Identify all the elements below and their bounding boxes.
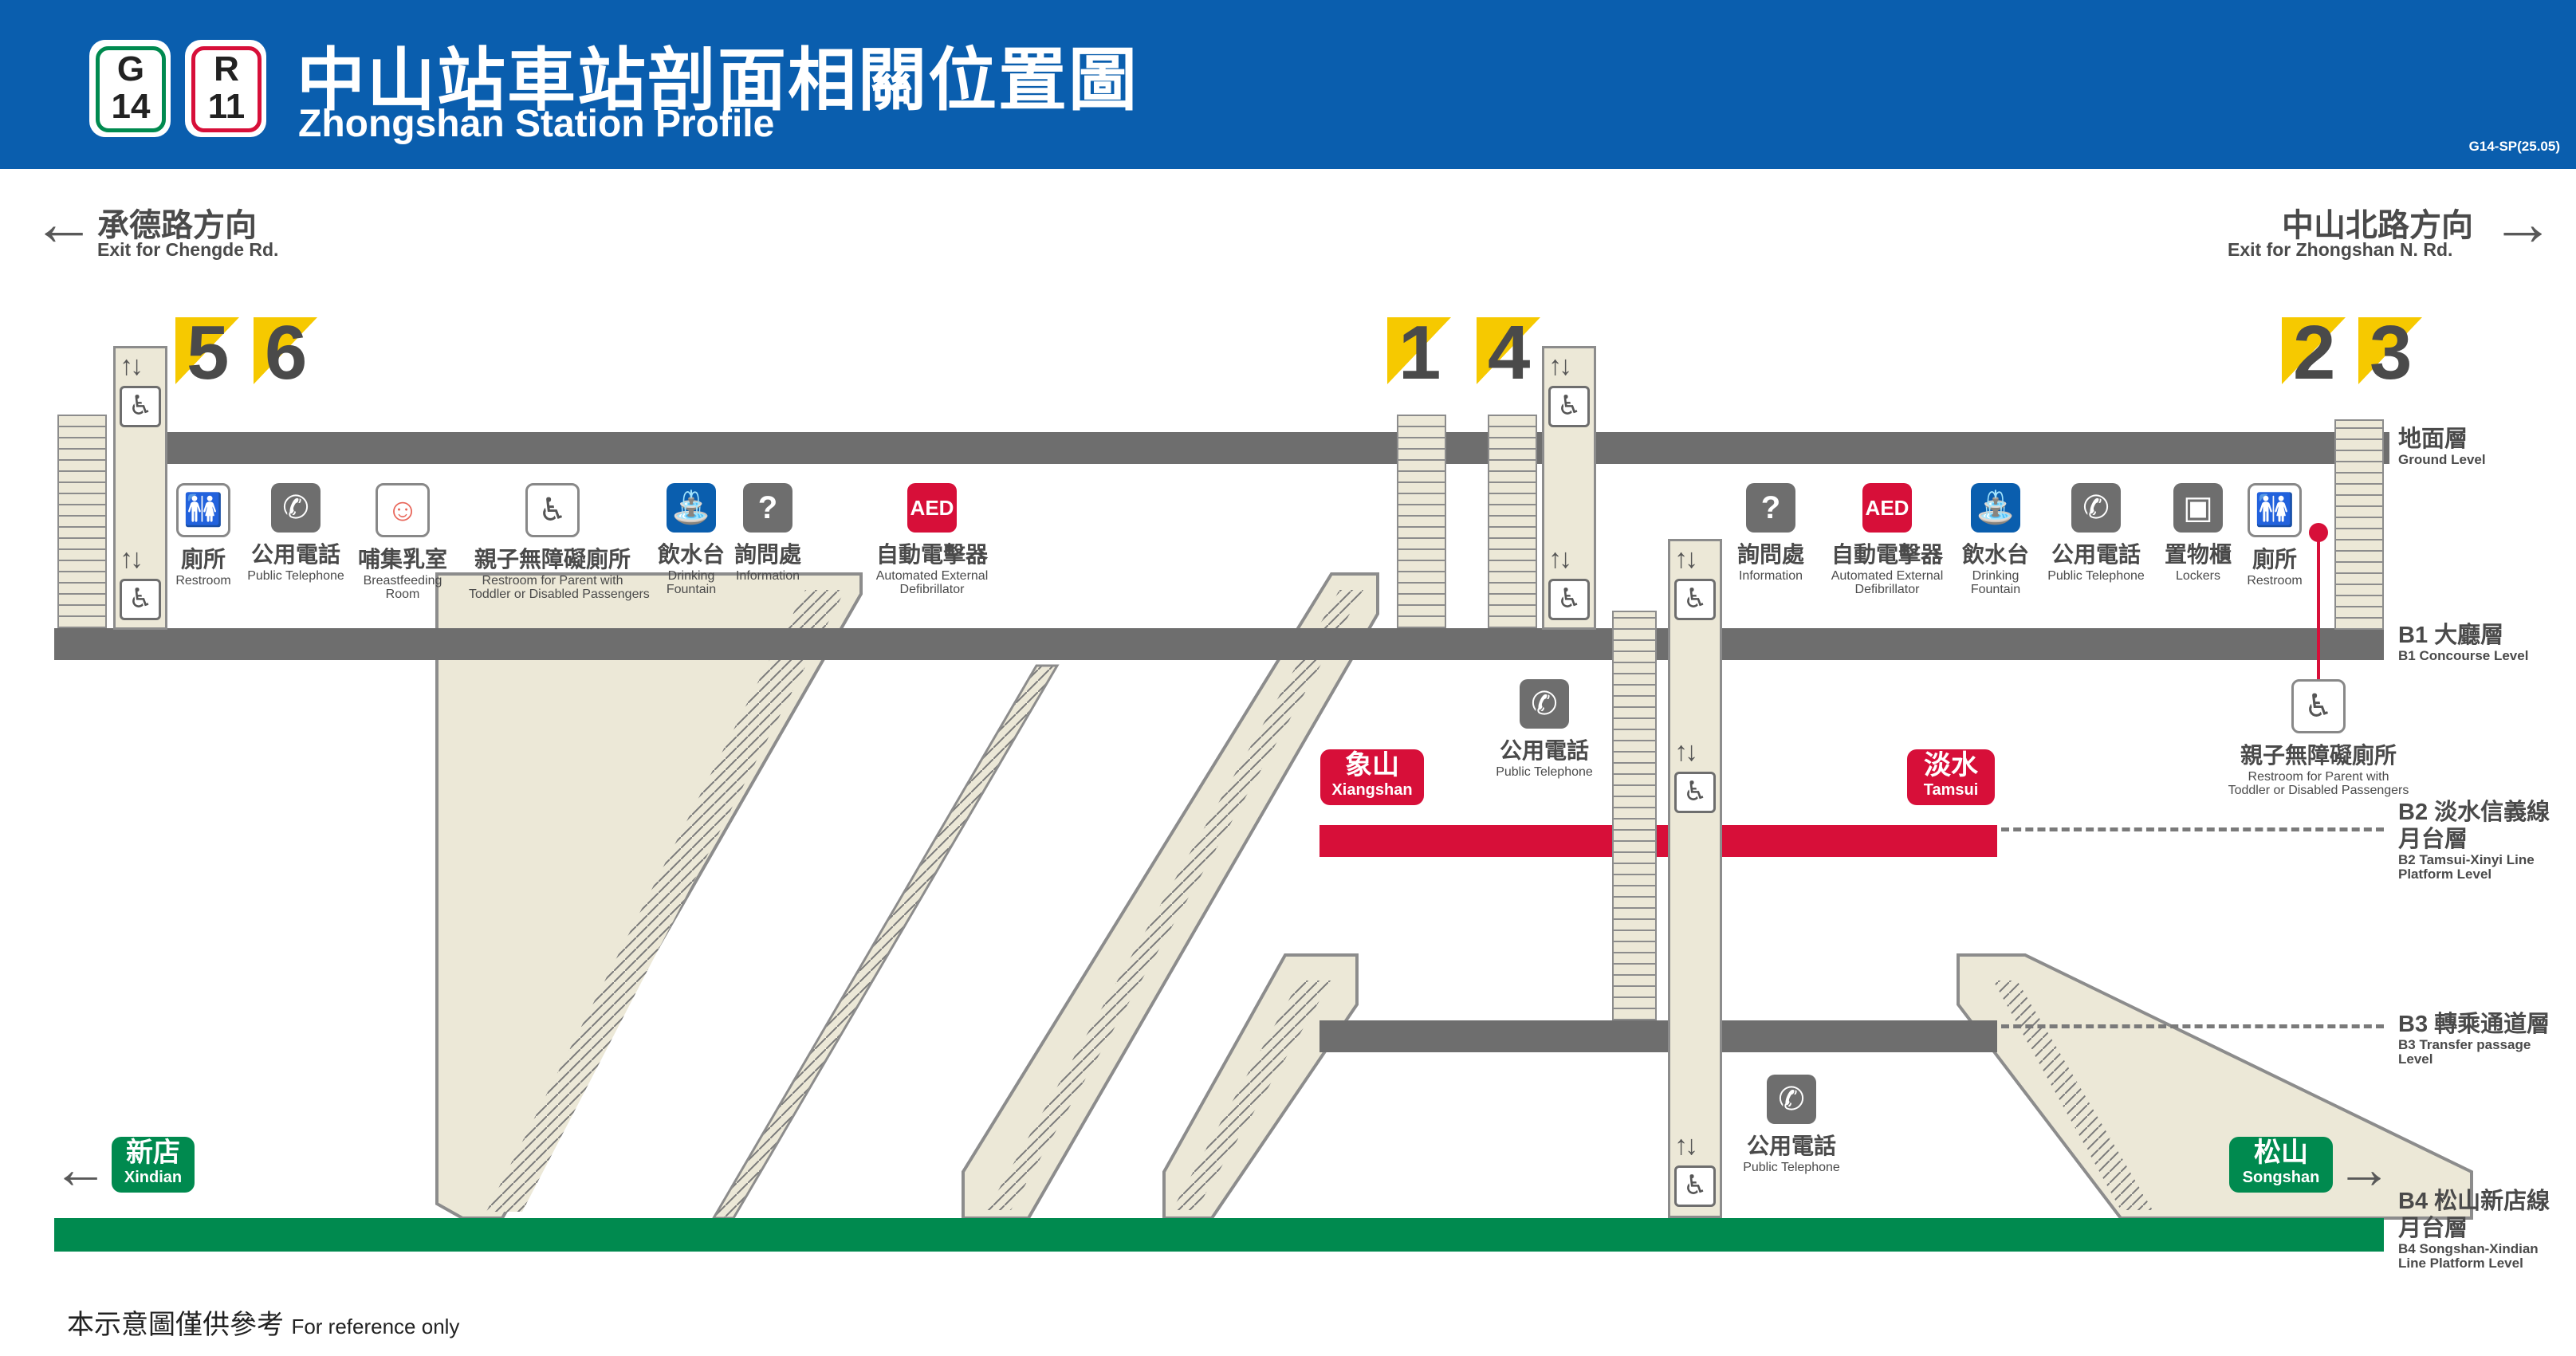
elevator-arrows-icon: ↑↓ <box>1548 544 1572 574</box>
information-icon: ? <box>1746 483 1795 533</box>
b4-green-platform <box>54 1218 2384 1252</box>
facility-family-restroom-b1: ♿ 親子無障礙廁所 Restroom for Parent with Toddl… <box>2191 679 2446 797</box>
b3-transfer-slab <box>1319 1020 1997 1052</box>
exit-1: 1 <box>1387 310 1451 395</box>
accessible-elevator-icon <box>1548 386 1590 427</box>
telephone-icon: ✆ <box>2071 483 2121 533</box>
drinking-fountain-icon: ⛲ <box>667 483 716 533</box>
elevator-arrows-icon: ↑↓ <box>1674 737 1698 767</box>
elevator-arrows-icon: ↑↓ <box>120 544 144 574</box>
stair-exit-23 <box>2334 419 2384 630</box>
aed-icon: AED <box>1862 483 1912 533</box>
aed-icon: AED <box>907 483 957 533</box>
arrow-right-icon: → <box>2491 187 2554 258</box>
page-title: 中山站車站剖面相關位置圖 <box>297 42 1139 119</box>
line-badge-green: G 14 <box>89 40 171 137</box>
b1-concourse-slab <box>54 628 2384 660</box>
escalator-1-steps <box>486 590 845 1212</box>
accessible-elevator-icon <box>1548 579 1590 620</box>
drinking-fountain-icon: ⛲ <box>1971 483 2020 533</box>
elevator-arrows-icon: ↑↓ <box>1674 544 1698 574</box>
exit-3: 3 <box>2358 310 2422 395</box>
exit-2: 2 <box>2282 310 2346 395</box>
footer-note: 本示意圖僅供參考 For reference only <box>67 1310 460 1340</box>
line-badge-red: R 11 <box>185 40 266 137</box>
arrow-left-icon: ← <box>53 1138 108 1200</box>
lockers-icon: ▣ <box>2173 483 2223 533</box>
level-b1: B1 大廳層 B1 Concourse Level <box>2398 623 2529 663</box>
telephone-icon: ✆ <box>271 483 321 533</box>
information-icon: ? <box>743 483 792 533</box>
telephone-icon: ✆ <box>1767 1075 1816 1124</box>
location-pointer-line <box>2317 539 2320 679</box>
direction-left-label-en: Exit for Chengde Rd. <box>97 239 279 260</box>
stair-b1-b3 <box>1612 611 1657 1020</box>
escalator-4-steps <box>1993 981 2153 1210</box>
direction-right-label-en: Exit for Zhongshan N. Rd. <box>2228 239 2453 260</box>
level-ground: 地面層 Ground Level <box>2398 426 2486 467</box>
b2-red-platform <box>1319 825 1997 857</box>
escalator-4 <box>1957 953 2473 1220</box>
level-b3: B3 轉乘通道層 B3 Transfer passage Level <box>2398 1012 2550 1067</box>
restroom-icon: 🚻 <box>176 483 230 537</box>
ground-level-slab <box>163 432 2389 464</box>
exit-5: 5 <box>175 310 239 395</box>
accessible-elevator-icon <box>1674 579 1716 620</box>
elevator-shaft-deep <box>1668 539 1722 1218</box>
stair-exit-1 <box>1397 415 1446 628</box>
page-subtitle: Zhongshan Station Profile <box>298 103 775 145</box>
accessible-elevator-icon <box>1674 772 1716 813</box>
b3-dashed-leader <box>2001 1024 2384 1028</box>
accessible-elevator-icon <box>1674 1165 1716 1207</box>
document-code: G14-SP(25.05) <box>2468 139 2560 154</box>
telephone-icon: ✆ <box>1520 679 1569 729</box>
header-bar <box>0 0 2576 169</box>
accessible-elevator-icon <box>120 386 161 427</box>
elevator-arrows-icon: ↑↓ <box>1548 351 1572 381</box>
level-b2: B2 淡水信義線 月台層 B2 Tamsui-Xinyi Line Platfo… <box>2398 800 2550 882</box>
arrow-left-icon: ← <box>32 187 96 258</box>
level-b4: B4 松山新店線 月台層 B4 Songshan-Xindian Line Pl… <box>2398 1189 2550 1271</box>
elevator-arrows-icon: ↑↓ <box>120 351 144 381</box>
family-restroom-icon: ♿ <box>2291 679 2346 733</box>
direction-left-label: 承德路方向 <box>97 208 257 243</box>
b2-dashed-leader <box>2001 827 2384 831</box>
stair-exit-4 <box>1488 415 1537 628</box>
family-restroom-icon: ♿ <box>525 483 580 537</box>
arrow-right-icon: → <box>2336 1138 2392 1200</box>
elevator-arrows-icon: ↑↓ <box>1674 1130 1698 1161</box>
escalator-2-steps <box>987 590 1363 1210</box>
direction-right-label: 中山北路方向 <box>2282 208 2473 243</box>
stair-exit-5 <box>57 415 107 628</box>
restroom-icon: 🚻 <box>2248 483 2302 537</box>
breastfeeding-icon: ☺ <box>376 483 430 537</box>
exit-6: 6 <box>254 310 317 395</box>
accessible-elevator-icon <box>120 579 161 620</box>
escalator-3-steps <box>1172 981 1331 1210</box>
exit-4: 4 <box>1477 310 1540 395</box>
